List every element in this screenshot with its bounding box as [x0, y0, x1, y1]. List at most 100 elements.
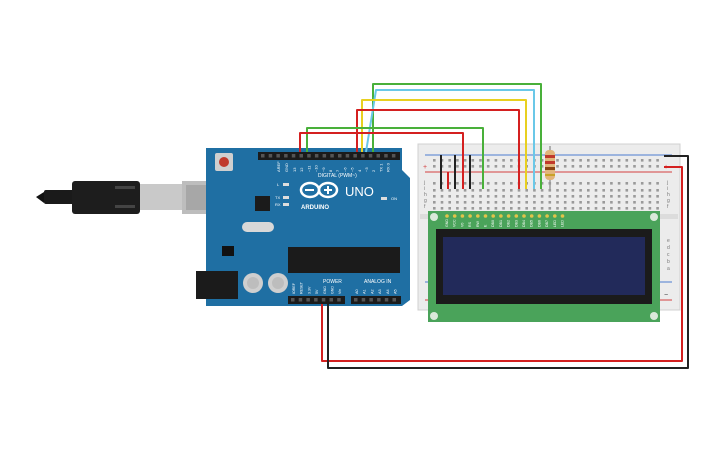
breadboard-hole[interactable]: [486, 195, 490, 198]
breadboard-hole[interactable]: [479, 165, 482, 168]
breadboard-hole[interactable]: [610, 195, 613, 198]
breadboard-hole[interactable]: [494, 189, 498, 192]
breadboard-hole[interactable]: [471, 182, 475, 185]
breadboard-hole[interactable]: [510, 201, 513, 204]
wire-yellow[interactable]: [361, 99, 527, 189]
breadboard-hole[interactable]: [648, 207, 652, 210]
breadboard-hole[interactable]: [533, 201, 536, 204]
power-pin[interactable]: [291, 298, 295, 302]
breadboard-hole[interactable]: [625, 159, 629, 162]
breadboard-hole[interactable]: [448, 159, 451, 162]
breadboard-hole[interactable]: [602, 207, 605, 210]
breadboard-hole[interactable]: [502, 195, 505, 198]
breadboard-hole[interactable]: [617, 182, 621, 185]
breadboard-hole[interactable]: [517, 201, 521, 204]
breadboard-hole[interactable]: [610, 207, 613, 210]
breadboard-hole[interactable]: [648, 195, 652, 198]
lcd-pin[interactable]: [468, 214, 472, 218]
breadboard-hole[interactable]: [617, 201, 621, 204]
breadboard-hole[interactable]: [587, 189, 590, 192]
analog-pin[interactable]: [354, 298, 358, 302]
breadboard-hole[interactable]: [579, 165, 582, 168]
breadboard-hole[interactable]: [479, 159, 482, 162]
breadboard-hole[interactable]: [656, 165, 659, 168]
breadboard-hole[interactable]: [479, 195, 482, 198]
breadboard-hole[interactable]: [433, 165, 436, 168]
breadboard-hole[interactable]: [510, 207, 513, 210]
breadboard-hole[interactable]: [640, 207, 644, 210]
breadboard-hole[interactable]: [540, 159, 544, 162]
breadboard-hole[interactable]: [648, 201, 652, 204]
analog-header[interactable]: [351, 296, 401, 304]
breadboard-hole[interactable]: [533, 207, 536, 210]
breadboard-hole[interactable]: [640, 201, 644, 204]
breadboard-hole[interactable]: [563, 207, 567, 210]
breadboard-hole[interactable]: [440, 201, 444, 204]
breadboard-hole[interactable]: [587, 201, 590, 204]
breadboard-hole[interactable]: [648, 165, 652, 168]
power-pin[interactable]: [306, 298, 310, 302]
breadboard-hole[interactable]: [656, 159, 659, 162]
breadboard-hole[interactable]: [625, 189, 629, 192]
breadboard-hole[interactable]: [448, 195, 451, 198]
dc-power-jack[interactable]: [196, 271, 238, 299]
breadboard-hole[interactable]: [556, 201, 559, 204]
breadboard-hole[interactable]: [540, 195, 544, 198]
header-pin[interactable]: [268, 154, 273, 158]
breadboard-hole[interactable]: [510, 159, 513, 162]
header-pin[interactable]: [376, 154, 381, 158]
breadboard-hole[interactable]: [563, 159, 567, 162]
breadboard-hole[interactable]: [633, 207, 636, 210]
breadboard-hole[interactable]: [563, 195, 567, 198]
breadboard-hole[interactable]: [625, 195, 629, 198]
breadboard-hole[interactable]: [486, 182, 490, 185]
breadboard-hole[interactable]: [517, 207, 521, 210]
breadboard-hole[interactable]: [640, 159, 644, 162]
breadboard-hole[interactable]: [610, 182, 613, 185]
power-pin[interactable]: [337, 298, 341, 302]
breadboard-hole[interactable]: [502, 159, 505, 162]
breadboard-hole[interactable]: [525, 207, 528, 210]
breadboard-hole[interactable]: [602, 159, 605, 162]
breadboard-hole[interactable]: [502, 201, 505, 204]
header-pin[interactable]: [368, 154, 373, 158]
breadboard-hole[interactable]: [648, 182, 652, 185]
breadboard-hole[interactable]: [602, 201, 605, 204]
breadboard-hole[interactable]: [556, 189, 559, 192]
lcd-pin[interactable]: [537, 214, 542, 218]
header-pin[interactable]: [307, 154, 311, 158]
breadboard-hole[interactable]: [456, 189, 459, 192]
breadboard-hole[interactable]: [456, 182, 459, 185]
header-pin[interactable]: [291, 154, 296, 158]
breadboard-hole[interactable]: [502, 189, 505, 192]
breadboard-hole[interactable]: [563, 201, 567, 204]
breadboard-hole[interactable]: [656, 189, 659, 192]
breadboard-hole[interactable]: [463, 159, 467, 162]
breadboard-hole[interactable]: [486, 165, 490, 168]
lcd-pin[interactable]: [522, 214, 526, 218]
breadboard-hole[interactable]: [463, 201, 467, 204]
breadboard-hole[interactable]: [471, 165, 475, 168]
header-pin[interactable]: [261, 154, 265, 158]
power-pin[interactable]: [321, 298, 326, 302]
header-pin[interactable]: [361, 154, 365, 158]
breadboard-hole[interactable]: [510, 195, 513, 198]
wire-green-long[interactable]: [372, 83, 542, 189]
breadboard-hole[interactable]: [486, 201, 490, 204]
breadboard-hole[interactable]: [517, 189, 521, 192]
lcd-pin[interactable]: [506, 214, 511, 218]
breadboard-hole[interactable]: [440, 195, 444, 198]
wire-red-pin12[interactable]: [356, 109, 520, 189]
breadboard-hole[interactable]: [625, 165, 629, 168]
breadboard-hole[interactable]: [587, 165, 590, 168]
header-pin[interactable]: [338, 154, 342, 158]
breadboard-hole[interactable]: [610, 165, 613, 168]
breadboard-hole[interactable]: [471, 189, 475, 192]
breadboard-hole[interactable]: [448, 201, 451, 204]
lcd-pin[interactable]: [514, 214, 519, 218]
breadboard-hole[interactable]: [533, 189, 536, 192]
header-pin[interactable]: [322, 154, 327, 158]
breadboard-hole[interactable]: [471, 207, 475, 210]
breadboard-hole[interactable]: [510, 165, 513, 168]
